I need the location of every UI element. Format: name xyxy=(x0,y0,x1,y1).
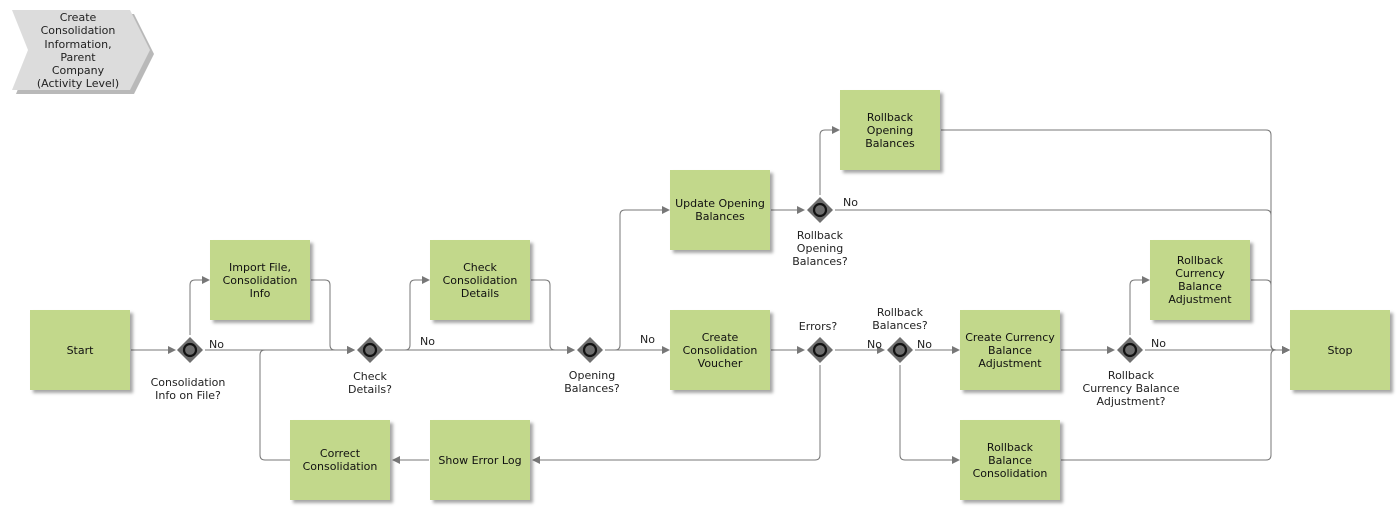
start-label: Start xyxy=(66,343,94,357)
edge-label-no: No xyxy=(843,196,858,209)
connectors xyxy=(131,126,1290,464)
start-node[interactable]: Start xyxy=(30,310,130,390)
correct-consolidation-label: Correct Consolidation xyxy=(302,447,378,473)
gateway-g2-label: Check Details? xyxy=(348,370,392,396)
show-error-log-label: Show Error Log xyxy=(438,453,522,467)
gateway-g4[interactable] xyxy=(806,196,834,224)
edge-label-no: No xyxy=(1151,337,1166,350)
edge-label-no: No xyxy=(640,333,655,346)
gateway-g6[interactable] xyxy=(886,336,914,364)
rollback-currency-label: Rollback Currency Balance Adjustment xyxy=(1168,254,1232,306)
import-file-label: Import File, Consolidation Info xyxy=(222,260,298,300)
gateway-g7[interactable] xyxy=(1116,336,1144,364)
gateway-g2[interactable] xyxy=(356,336,384,364)
rollback-opening-node[interactable]: Rollback Opening Balances xyxy=(840,90,940,170)
rollback-balance-node[interactable]: Rollback Balance Consolidation xyxy=(960,420,1060,500)
gateway-g1[interactable] xyxy=(176,336,204,364)
show-error-log-node[interactable]: Show Error Log xyxy=(430,420,530,500)
create-currency-node[interactable]: Create Currency Balance Adjustment xyxy=(960,310,1060,390)
gateway-g3[interactable] xyxy=(576,336,604,364)
import-file-node[interactable]: Import File, Consolidation Info xyxy=(210,240,310,320)
create-currency-label: Create Currency Balance Adjustment xyxy=(965,330,1055,370)
correct-consolidation-node[interactable]: Correct Consolidation xyxy=(290,420,390,500)
gateway-g6-label: Rollback Balances? xyxy=(872,306,928,332)
stop-label: Stop xyxy=(1327,343,1353,357)
update-opening-node[interactable]: Update Opening Balances xyxy=(670,170,770,250)
update-opening-label: Update Opening Balances xyxy=(675,197,765,223)
create-voucher-node[interactable]: Create Consolidation Voucher xyxy=(670,310,770,390)
check-details-label: Check Consolidation Details xyxy=(442,260,518,300)
stop-node[interactable]: Stop xyxy=(1290,310,1390,390)
rollback-opening-label: Rollback Opening Balances xyxy=(865,110,915,150)
process-title: Create Consolidation Information, Parent… xyxy=(36,11,120,91)
edge-label-no: No xyxy=(420,335,435,348)
rollback-balance-label: Rollback Balance Consolidation xyxy=(972,440,1048,480)
process-chevron xyxy=(12,10,154,94)
gateway-g7-label: Rollback Currency Balance Adjustment? xyxy=(1082,369,1180,408)
gateway-g1-label: Consolidation Info on File? xyxy=(150,376,226,402)
gateway-g3-label: Opening Balances? xyxy=(564,369,620,395)
rollback-currency-node[interactable]: Rollback Currency Balance Adjustment xyxy=(1150,240,1250,320)
edge-label-no: No xyxy=(209,338,224,351)
gateway-g5-label: Errors? xyxy=(798,320,838,333)
gateway-g4-label: Rollback Opening Balances? xyxy=(792,229,848,268)
create-voucher-label: Create Consolidation Voucher xyxy=(682,330,758,370)
edge-label-no: No xyxy=(867,338,882,351)
gateway-g5[interactable] xyxy=(806,336,834,364)
check-details-node[interactable]: Check Consolidation Details xyxy=(430,240,530,320)
edge-label-no: No xyxy=(917,338,932,351)
